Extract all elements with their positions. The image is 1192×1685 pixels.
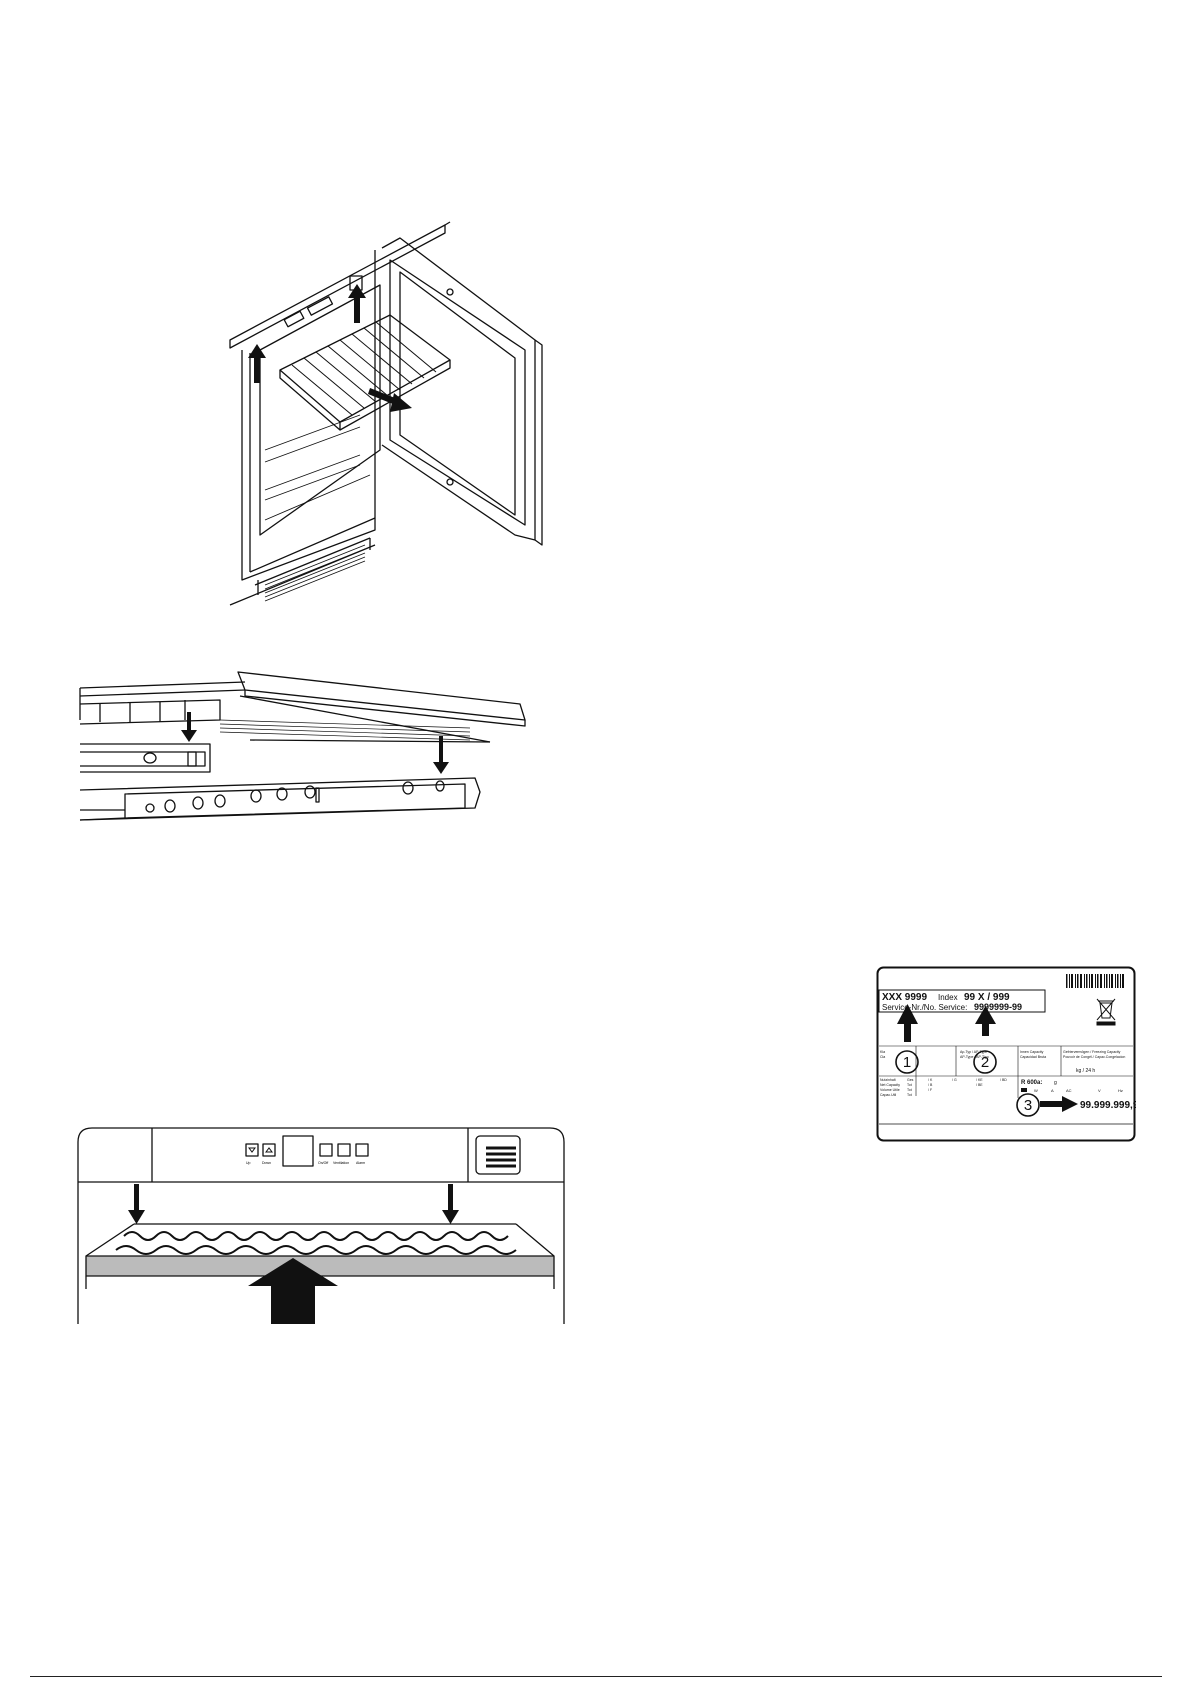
callout-1: 1 — [903, 1054, 911, 1071]
row-col1-2: Tot — [907, 1083, 912, 1087]
figure-insert-shelf: Up Down On/Off Ventilation Alarm — [76, 1124, 566, 1324]
unit-v: V — [1098, 1088, 1101, 1093]
serial-value: 99.999.999,9 — [1080, 1100, 1136, 1111]
service-value: 9999999-99 — [974, 1002, 1022, 1012]
service-label: Service-Nr./No. Service: — [882, 1003, 967, 1012]
capacity-line2: Capacidad Bruta — [1020, 1055, 1046, 1059]
row-label-4: Capac.Util — [880, 1093, 896, 1097]
capacity-line1: Innen Capacity — [1020, 1050, 1044, 1054]
index-label: Index — [938, 993, 958, 1002]
figure-telescopic-rails — [70, 660, 540, 860]
unit-a: A — [1051, 1088, 1054, 1093]
row-col-k: / K — [928, 1078, 933, 1082]
figure-rating-plate: XXX 9999 Index 99 X / 999 Service-Nr./No… — [876, 966, 1136, 1142]
freezing-line1: Gefriervermögen / Freezing Capacity — [1063, 1050, 1121, 1054]
row-col-ke: / KE — [976, 1078, 983, 1082]
klasse-line2: Cla — [880, 1055, 885, 1059]
klasse-line1: Kla — [880, 1050, 885, 1054]
alarm-label: Alarm — [356, 1161, 365, 1165]
row-col-bd: / BD — [1000, 1078, 1007, 1082]
callout-3: 3 — [1024, 1097, 1032, 1114]
row-label-1: Nutzinhalt — [880, 1078, 896, 1082]
up-label: Up — [246, 1161, 251, 1165]
unit-ac: AC — [1066, 1088, 1072, 1093]
ventilation-label: Ventilation — [333, 1161, 349, 1165]
row-col1-1: Ges — [907, 1078, 914, 1082]
row-col-b: / B — [928, 1083, 933, 1087]
unit-hz: Hz — [1118, 1088, 1123, 1093]
row-col-be: / BE — [976, 1083, 983, 1087]
onoff-label: On/Off — [318, 1161, 328, 1165]
page-bottom-rule — [30, 1676, 1162, 1677]
kg-label: kg / 24 h — [1076, 1068, 1095, 1074]
row-col1-4: Tot — [907, 1093, 912, 1097]
ap-type-line1: Ap-Typ / AP-Type — [960, 1050, 987, 1054]
figure-remove-shelf — [210, 200, 600, 610]
freezing-line2: Pouvoir de Congél./ Capac.Congelacion — [1063, 1055, 1125, 1059]
down-label: Down — [262, 1161, 271, 1165]
row-col-f: / F — [928, 1088, 932, 1092]
refrigerant-unit: g — [1054, 1080, 1057, 1086]
refrigerant-label: R 600a: — [1021, 1080, 1042, 1086]
row-col1-3: Tot — [907, 1088, 912, 1092]
barcode-icon — [1066, 974, 1124, 988]
weee-bin-icon — [1096, 998, 1116, 1026]
model-text: XXX 9999 — [882, 992, 927, 1003]
row-col-g: / G — [952, 1078, 957, 1082]
unit-w: W — [1034, 1088, 1038, 1093]
row-label-3: Volume Utile — [880, 1088, 900, 1092]
index-value: 99 X / 999 — [964, 992, 1010, 1003]
row-label-2: Net Capacity — [880, 1083, 900, 1087]
callout-2: 2 — [981, 1054, 989, 1071]
